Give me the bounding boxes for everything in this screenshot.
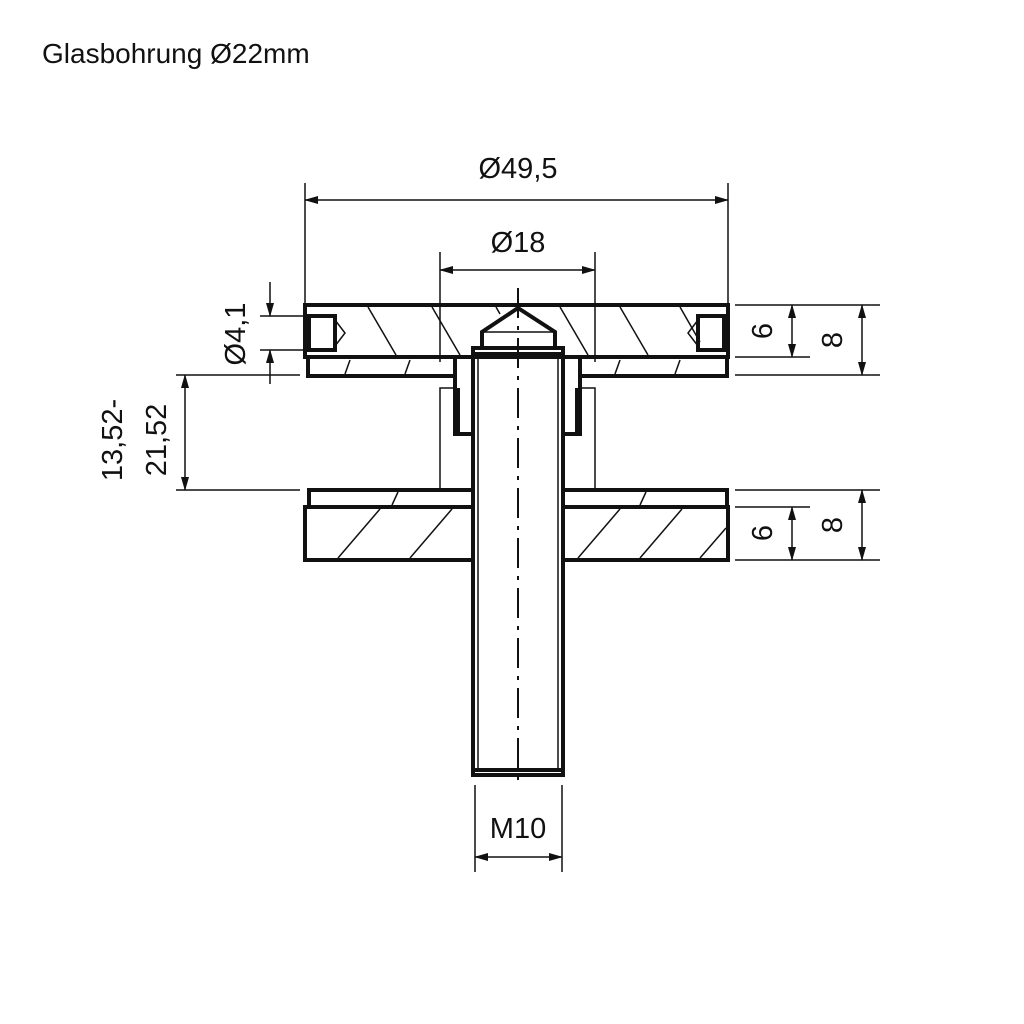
dim-outer-diameter: Ø49,5 [304, 153, 729, 303]
bottom-disc [303, 488, 730, 562]
dim-label: 8 [817, 332, 849, 348]
dim-inner-diameter: Ø18 [439, 227, 596, 362]
dim-label: Ø49,5 [479, 153, 558, 185]
dim-top-thickness: 6 8 [735, 304, 880, 376]
dim-label: Ø18 [491, 227, 546, 259]
drawing-title: Glasbohrung Ø22mm [42, 38, 310, 69]
dim-glass-thickness-range: 13,52- 21,52 [97, 374, 300, 491]
top-clamp-plate [306, 358, 729, 378]
dim-label: Ø4,1 [220, 303, 252, 366]
dim-label: 6 [747, 323, 779, 339]
bolt-tip [471, 305, 565, 356]
dim-label: 8 [817, 517, 849, 533]
left-set-screw [307, 314, 337, 352]
dim-screw-diameter: Ø4,1 [220, 282, 305, 384]
sleeve [439, 376, 596, 490]
dim-label: 21,52 [141, 404, 173, 477]
dim-bottom-thickness: 6 8 [735, 489, 880, 561]
dim-label: 6 [747, 525, 779, 541]
threaded-bolt [471, 354, 565, 777]
dim-thread: M10 [474, 785, 563, 872]
right-set-screw [696, 314, 726, 352]
dim-label: 13,52- [97, 399, 129, 481]
top-disc [303, 303, 730, 359]
dim-label: M10 [490, 813, 546, 845]
